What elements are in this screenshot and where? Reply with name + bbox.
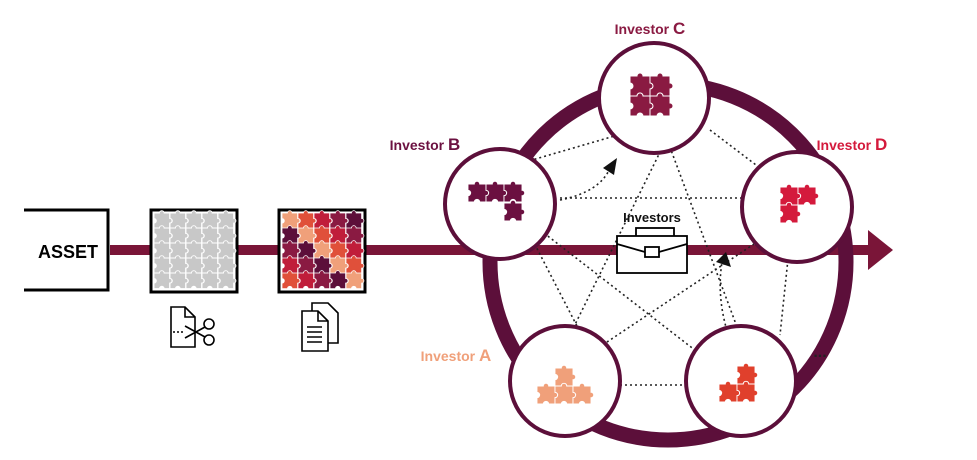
investor-node-e bbox=[684, 324, 798, 438]
colored-puzzle-piece bbox=[345, 270, 365, 289]
investor-node-d bbox=[740, 150, 854, 264]
investor-d-label: Investor D bbox=[817, 135, 888, 154]
investors-center-label: Investors bbox=[623, 210, 681, 225]
grey-puzzle-piece bbox=[153, 270, 173, 290]
colored-puzzle-piece bbox=[281, 270, 301, 289]
investor-b-label: Investor B bbox=[390, 135, 461, 154]
arrowhead-bottom bbox=[716, 252, 731, 267]
investor-node-b bbox=[443, 147, 557, 261]
asset-box: ASSET bbox=[22, 208, 110, 292]
grey-puzzle-panel bbox=[149, 208, 239, 294]
colored-puzzle-piece bbox=[329, 270, 349, 289]
colored-puzzle-panel bbox=[277, 208, 367, 294]
scissors-document-icon bbox=[170, 306, 215, 348]
grey-puzzle-piece bbox=[217, 270, 237, 290]
colored-puzzle-piece bbox=[313, 270, 333, 289]
asset-label: ASSET bbox=[38, 242, 98, 262]
investor-node-a bbox=[508, 324, 622, 438]
investor-a-label: Investor A bbox=[421, 346, 492, 365]
stacked-documents-icon bbox=[301, 302, 339, 352]
colored-puzzle-piece bbox=[297, 270, 317, 289]
grey-puzzle-piece bbox=[185, 270, 205, 290]
investor-c-label: Investor C bbox=[615, 19, 686, 38]
ellipsis-label: ... bbox=[813, 344, 826, 361]
investor-node-c bbox=[597, 41, 711, 155]
arrowhead-top bbox=[603, 158, 617, 175]
grey-puzzle-piece bbox=[201, 270, 221, 290]
curved-arrows bbox=[559, 167, 731, 341]
grey-puzzle-piece bbox=[169, 270, 189, 290]
briefcase-icon bbox=[616, 227, 688, 274]
